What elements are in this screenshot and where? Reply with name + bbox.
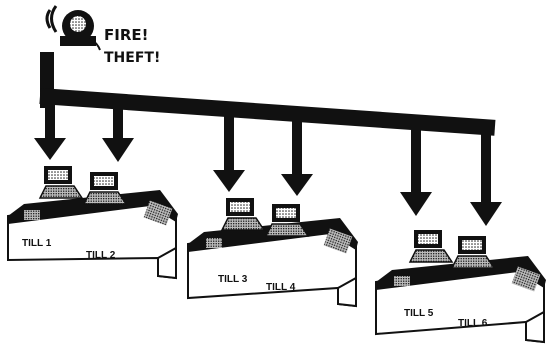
till-2-register [84,172,126,204]
till-6-register [452,236,494,268]
till-4-label: TILL 4 [266,282,296,293]
till-5-register [410,230,452,262]
till-3-label: TILL 3 [218,274,248,285]
alarm-bell-icon [47,6,100,50]
arrow-till-1 [34,96,66,160]
arrow-till-6 [470,126,502,226]
arrow-till-5 [400,122,432,216]
till-3-register [222,198,264,230]
till-2-label: TILL 2 [86,250,116,261]
arrow-till-4 [281,114,313,196]
alarm-text-theft: THEFT! [104,50,160,66]
counter-2: TILL 3 TILL 4 [188,198,358,306]
till-1-label: TILL 1 [22,238,52,249]
counter-1: TILL 1 TILL 2 [8,166,178,278]
counter-3: TILL 5 TILL 6 [376,230,546,342]
till-5-label: TILL 5 [404,308,434,319]
till-1-register [40,166,82,198]
arrow-till-2 [102,102,134,162]
arrow-till-3 [213,110,245,192]
alarm-text-fire: FIRE! [104,26,148,44]
till-4-register [266,204,308,236]
till-6-label: TILL 6 [458,318,488,329]
